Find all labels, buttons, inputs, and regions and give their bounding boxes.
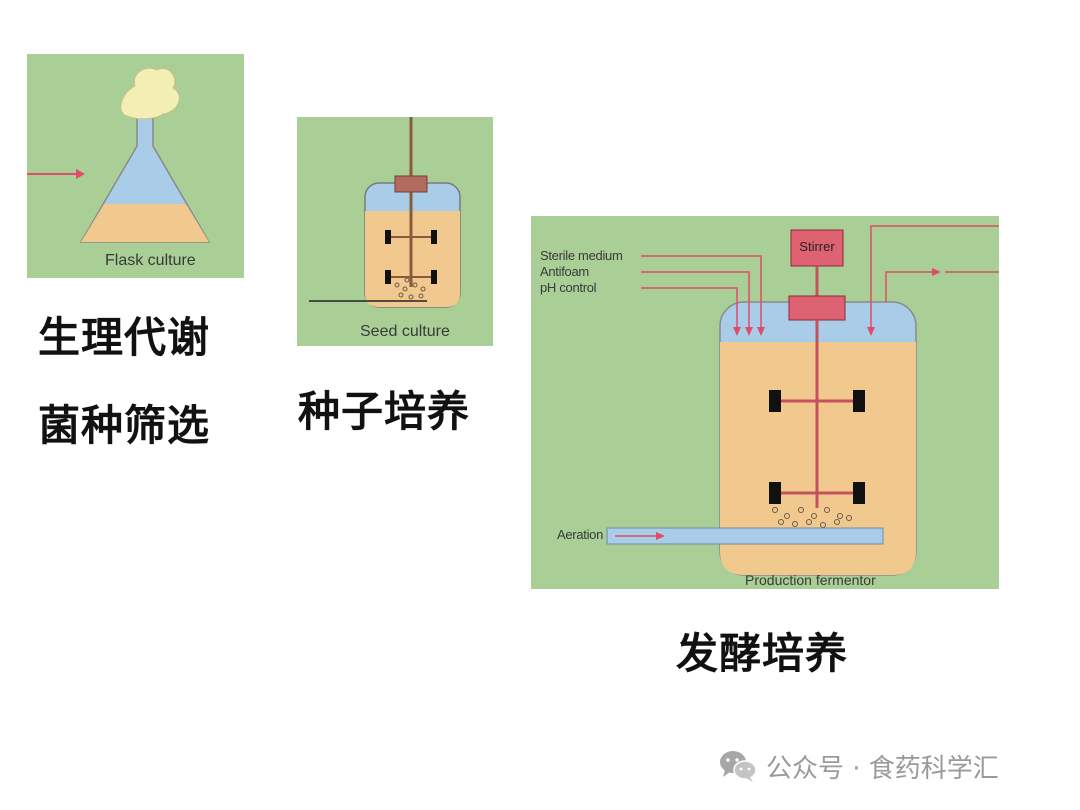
stirrer-label: Stirrer xyxy=(799,239,835,254)
flask-culture-diagram xyxy=(27,54,244,278)
aeration-arrowhead xyxy=(656,532,665,540)
caption-physiology-metabolism: 生理代谢 xyxy=(38,313,211,362)
flask-medium xyxy=(81,204,209,242)
caption-seed-culture: 种子培养 xyxy=(298,387,471,436)
sterile-medium-label: Sterile medium xyxy=(540,248,623,263)
seed-bubbles xyxy=(394,277,426,300)
upper-right-paddle xyxy=(853,390,865,412)
antifoam-label: Antifoam xyxy=(540,264,589,279)
ph-control-label: pH control xyxy=(540,280,597,295)
feed-return-arrowhead xyxy=(867,327,875,336)
sterile-medium-arrowhead xyxy=(757,327,765,336)
caption-fermentation-culture: 发酵培养 xyxy=(676,629,849,678)
flask-culture-panel: Flask culture xyxy=(27,54,244,278)
lower-right-paddle xyxy=(853,482,865,504)
aeration-label: Aeration xyxy=(557,527,604,542)
stirrer-motor-block xyxy=(788,295,846,321)
stirrer-box xyxy=(790,229,844,267)
flask-inlet-arrowhead xyxy=(76,169,85,179)
production-fermentor-label: Production fermentor xyxy=(745,572,876,588)
seed-culture-label: Seed culture xyxy=(360,323,450,340)
sterile-medium-line xyxy=(641,255,762,330)
aeration-pipe xyxy=(606,527,884,545)
upper-left-paddle xyxy=(769,390,781,412)
watermark: 公众号 · 食药科学汇 xyxy=(718,744,999,788)
cotton-plug-icon xyxy=(120,67,180,120)
ph-control-arrowhead xyxy=(733,327,741,336)
production-fermentor-panel: Sterile medium Antifoam pH control Stirr… xyxy=(531,216,999,589)
seed-paddle xyxy=(431,230,437,244)
antifoam-line xyxy=(641,271,750,330)
caption-strain-screening: 菌种筛选 xyxy=(38,401,211,450)
seed-paddle xyxy=(385,270,391,284)
flask-culture-label: Flask culture xyxy=(105,252,196,269)
seed-paddle xyxy=(431,270,437,284)
exhaust-line xyxy=(885,271,935,302)
seed-culture-panel: Seed culture xyxy=(297,117,493,346)
aeration-bubbles xyxy=(772,507,852,528)
production-fermentor-diagram xyxy=(531,216,999,589)
watermark-text: 公众号 · 食药科学汇 xyxy=(766,753,999,784)
exhaust-arrowhead xyxy=(932,268,941,276)
feed-return-line xyxy=(870,225,999,330)
seed-motor-block xyxy=(394,175,428,193)
seed-culture-diagram xyxy=(297,117,493,346)
seed-paddle xyxy=(385,230,391,244)
ph-control-line xyxy=(641,287,738,330)
antifoam-arrowhead xyxy=(745,327,753,336)
lower-left-paddle xyxy=(769,482,781,504)
wechat-icon xyxy=(720,751,757,782)
